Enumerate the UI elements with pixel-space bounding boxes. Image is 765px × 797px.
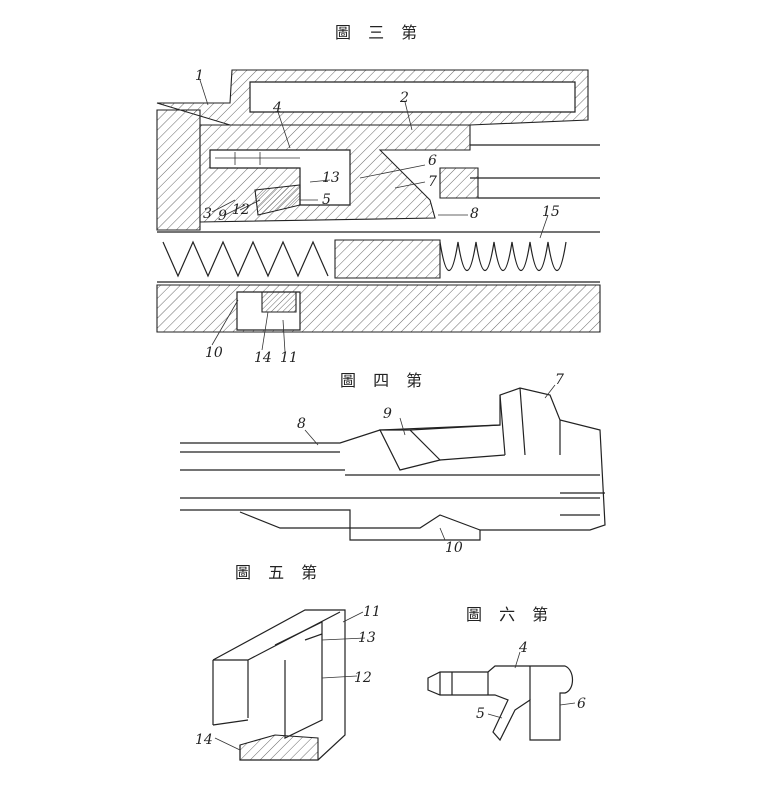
fig5-label-11: 11	[363, 604, 381, 620]
fig5-leader-lines	[214, 611, 366, 751]
fig6-label-5: 5	[476, 706, 485, 722]
figure-5-title: 圖 五 第	[235, 563, 323, 582]
fig4-label-9: 9	[383, 406, 392, 422]
label-7: 7	[428, 174, 437, 190]
left-block	[156, 109, 201, 231]
cam-9	[379, 429, 442, 471]
part-outline	[180, 387, 606, 541]
lower-edge	[239, 511, 481, 531]
label-12: 12	[232, 202, 250, 218]
figure-6-title: 圖 六 第	[466, 605, 554, 624]
leader-lines	[199, 79, 549, 353]
part-7	[439, 167, 479, 199]
label-11: 11	[280, 350, 298, 366]
label-3: 3	[203, 206, 212, 222]
spring-tube	[157, 231, 600, 283]
long-edges	[180, 451, 600, 499]
fig4-leader-lines	[304, 384, 556, 541]
housing-window	[249, 81, 576, 113]
fig5-label-13: 13	[358, 630, 376, 646]
firing-pin	[215, 152, 300, 165]
spring-left	[162, 240, 329, 278]
label-5: 5	[322, 192, 331, 208]
fig6-label-4: 4	[518, 640, 528, 656]
part-11	[261, 291, 297, 313]
plunger	[334, 239, 441, 279]
fig4-label-7: 7	[555, 372, 564, 388]
label-14: 14	[254, 350, 272, 366]
fig5-label-14: 14	[195, 732, 213, 748]
part-7-body	[519, 387, 605, 516]
cut-face-14	[239, 734, 319, 761]
fig6-label-6: 6	[577, 696, 586, 712]
spring-15	[439, 241, 567, 272]
fig4-label-8: 8	[297, 416, 306, 432]
label-4: 4	[272, 100, 282, 116]
label-10: 10	[205, 345, 223, 361]
extractor-part	[254, 184, 301, 216]
label-13: 13	[322, 170, 340, 186]
label-2: 2	[399, 90, 409, 106]
figure-3: 圖 三 第 1 2 4 6 7 13 5 3 9 12	[156, 23, 601, 366]
pin-steps	[439, 666, 531, 700]
figure-3-title: 圖 三 第	[335, 23, 423, 42]
label-15: 15	[542, 204, 560, 220]
block-front	[212, 660, 249, 726]
label-9: 9	[218, 208, 227, 224]
figure-4-title: 圖 四 第	[340, 371, 428, 390]
block-top-edge	[213, 611, 341, 718]
figure-4: 圖 四 第 8 9 7 10	[180, 371, 606, 556]
label-8: 8	[470, 206, 479, 222]
figure-6: 圖 六 第 4 5 6	[427, 605, 586, 742]
firing-pin-part	[427, 665, 574, 742]
figure-5: 圖 五 第 11 13 12 14	[195, 563, 381, 761]
fig6-leader-lines	[487, 651, 576, 719]
fig4-label-10: 10	[445, 540, 463, 556]
guide-rails	[470, 144, 600, 199]
label-1: 1	[195, 68, 204, 84]
opening-12	[274, 621, 323, 739]
fig5-label-12: 12	[354, 670, 372, 686]
cam-faces	[409, 394, 506, 461]
slot-13	[304, 633, 323, 641]
label-6: 6	[428, 153, 437, 169]
